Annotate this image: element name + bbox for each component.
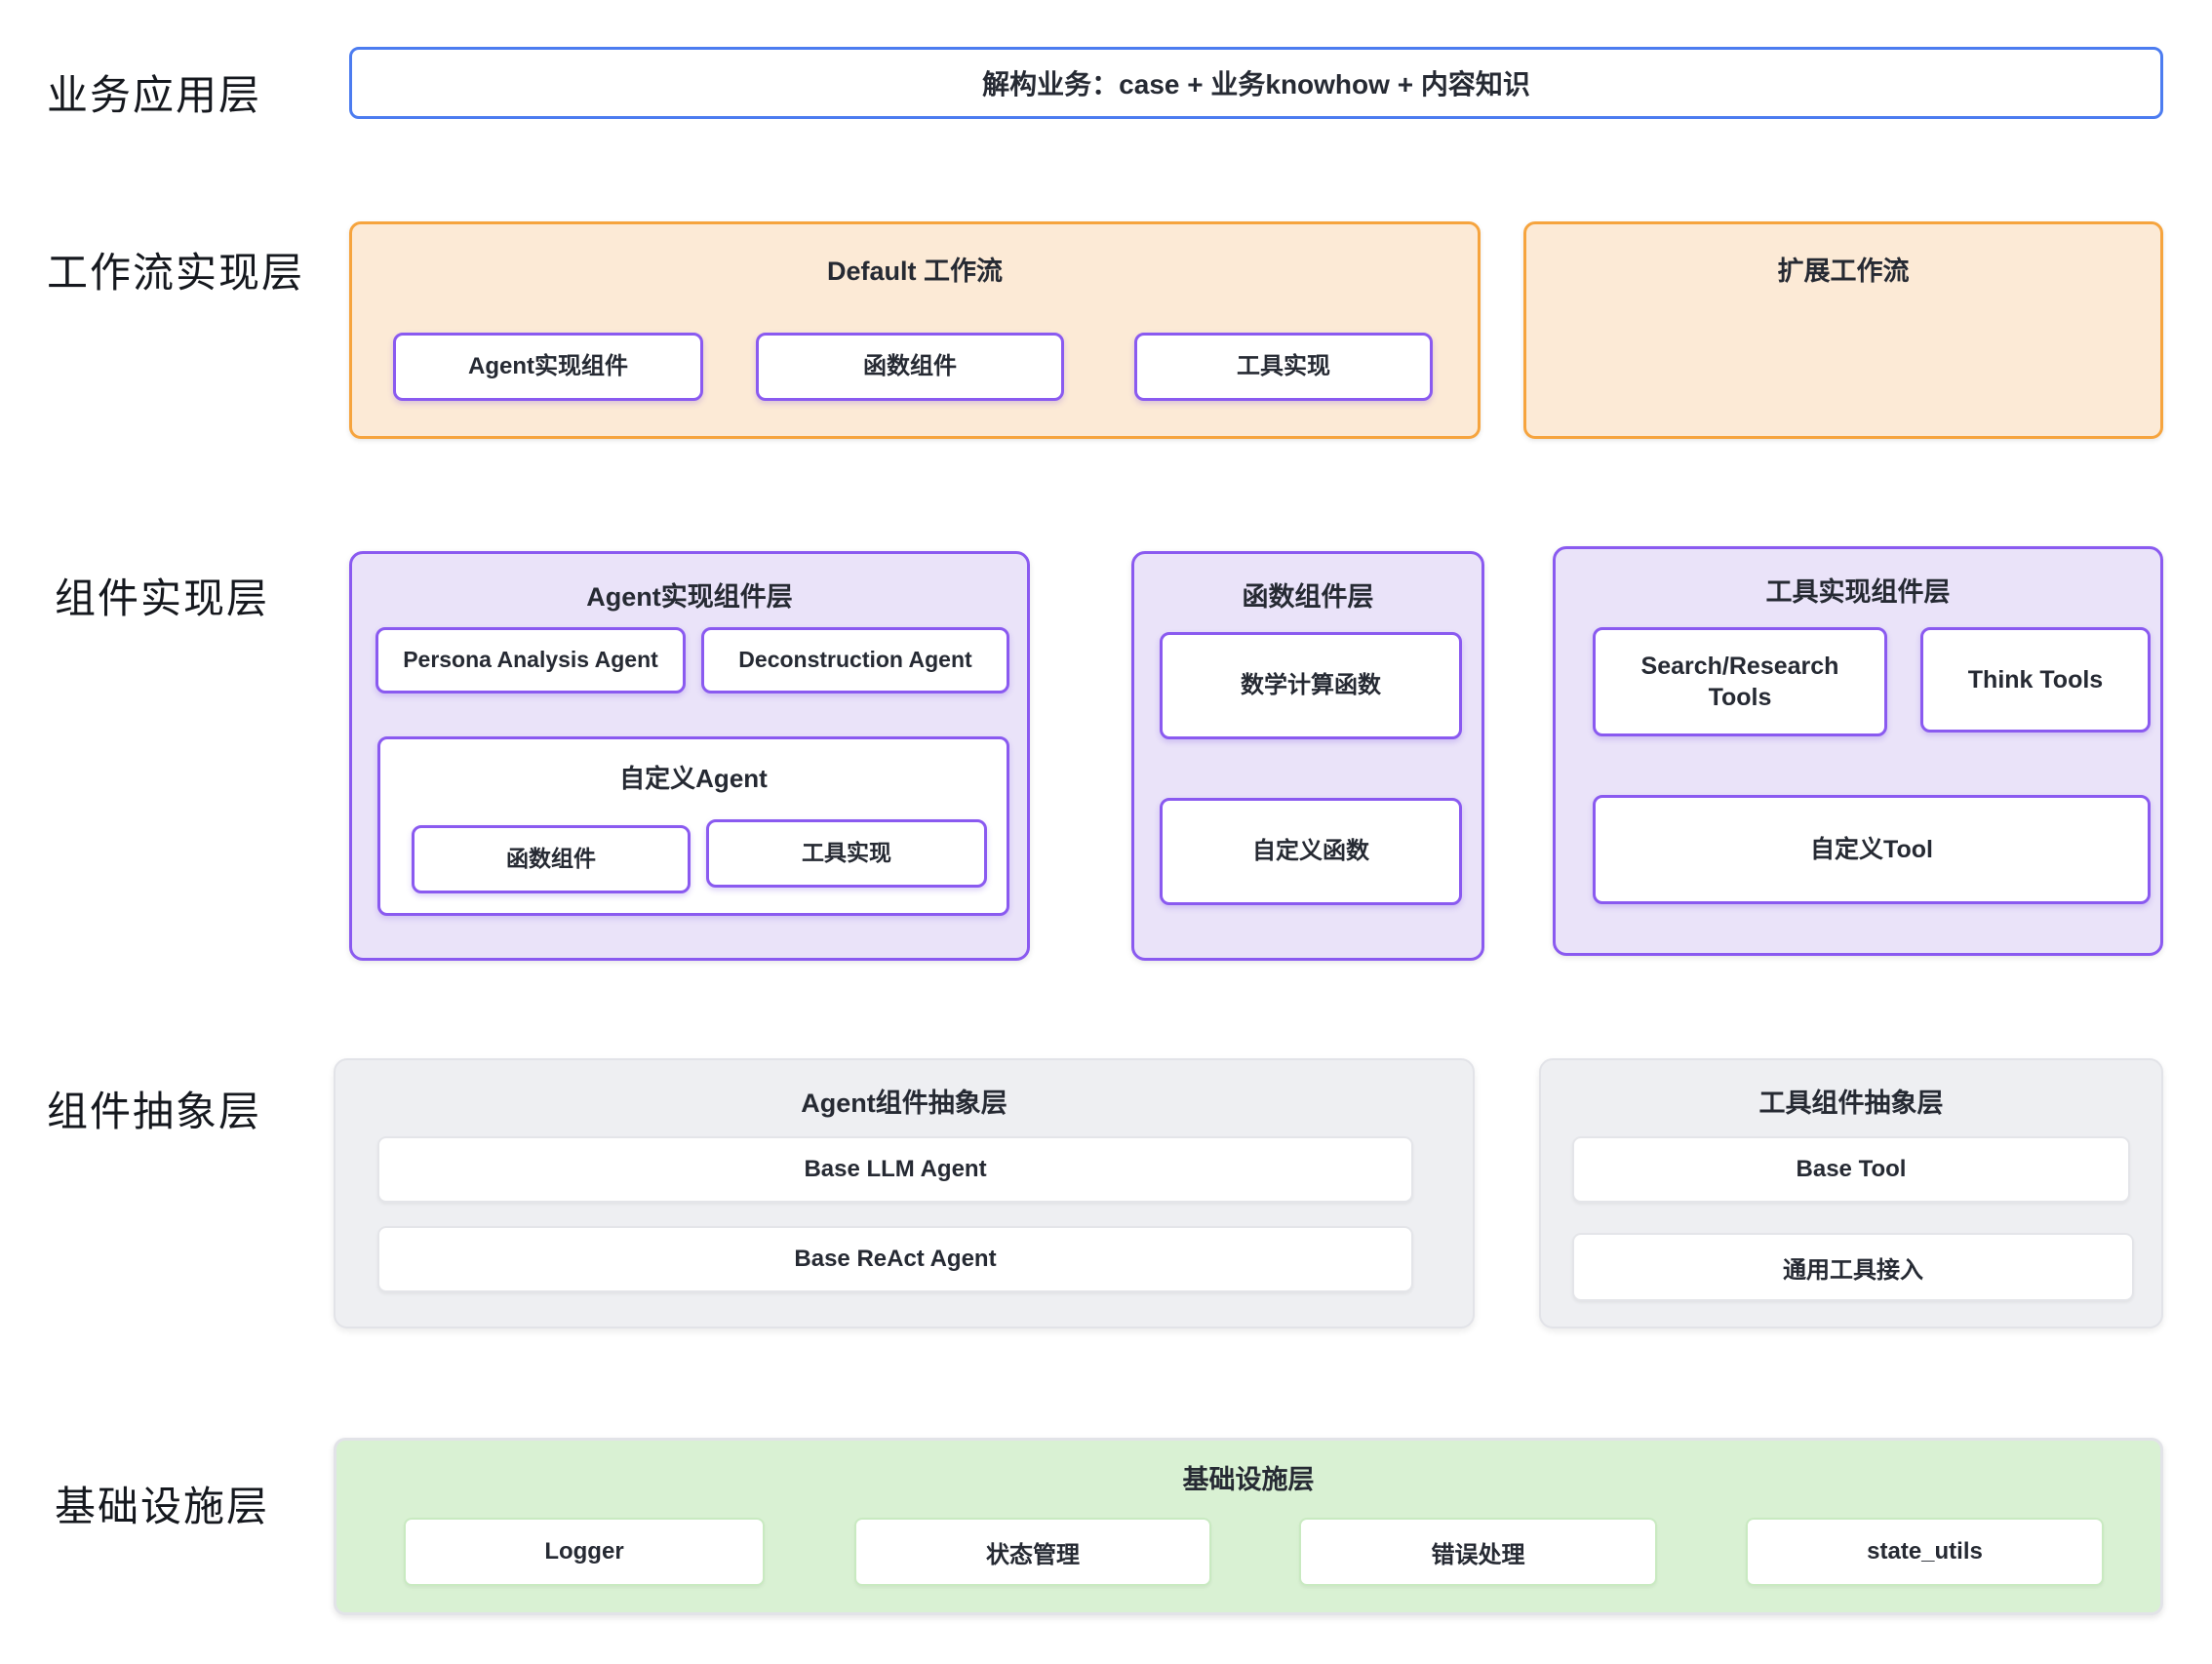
agent-impl-group: Agent实现组件层 Persona Analysis Agent Decons… [349,551,1030,961]
default-workflow-title: Default 工作流 [826,257,1003,286]
persona-analysis-agent-box: Persona Analysis Agent [375,627,686,693]
custom-agent-function-box: 函数组件 [412,825,691,893]
agent-abstraction-title: Agent组件抽象层 [801,1089,1007,1118]
tool-impl-group: 工具实现组件层 Search/Research Tools Think Tool… [1553,546,2163,956]
agent-abstraction-box: Agent组件抽象层 Base LLM Agent Base ReAct Age… [334,1058,1475,1328]
math-function-box: 数学计算函数 [1160,632,1462,739]
agent-impl-group-title: Agent实现组件层 [586,582,793,612]
state-utils-box: state_utils [1746,1518,2104,1586]
error-handling-box: 错误处理 [1299,1518,1657,1586]
workflow-component-function: 函数组件 [756,333,1064,401]
state-management-box: 状态管理 [854,1518,1211,1586]
generic-tool-access-box: 通用工具接入 [1572,1233,2134,1301]
function-group: 函数组件层 数学计算函数 自定义函数 [1131,551,1484,961]
infrastructure-box: 基础设施层 Logger 状态管理 错误处理 state_utils [334,1438,2163,1615]
tool-abstraction-box: 工具组件抽象层 Base Tool 通用工具接入 [1539,1058,2163,1328]
workflow-component-agent: Agent实现组件 [393,333,703,401]
deconstruction-agent-box: Deconstruction Agent [701,627,1009,693]
layer-label-component-impl: 组件实现层 [55,575,270,621]
layer-label-abstraction: 组件抽象层 [47,1089,262,1134]
layer-label-business: 业务应用层 [47,72,262,118]
base-tool-box: Base Tool [1572,1136,2130,1203]
base-llm-agent-box: Base LLM Agent [377,1136,1413,1203]
tool-impl-group-title: 工具实现组件层 [1765,577,1951,607]
custom-agent-tool-box: 工具实现 [706,819,987,888]
tool-abstraction-title: 工具组件抽象层 [1758,1089,1944,1118]
base-react-agent-box: Base ReAct Agent [377,1226,1413,1292]
think-tools-box: Think Tools [1920,627,2151,733]
infrastructure-title: 基础设施层 [1182,1465,1315,1494]
custom-tool-box: 自定义Tool [1593,795,2151,904]
extended-workflow-box: 扩展工作流 [1523,221,2163,439]
workflow-component-tool: 工具实现 [1134,333,1433,401]
layer-label-workflow: 工作流实现层 [47,250,305,296]
business-box: 解构业务：case + 业务knowhow + 内容知识 [349,47,2163,119]
default-workflow-box: Default 工作流 Agent实现组件 函数组件 工具实现 [349,221,1481,439]
layer-label-infrastructure: 基础设施层 [55,1484,270,1529]
custom-function-box: 自定义函数 [1160,798,1462,905]
extended-workflow-title: 扩展工作流 [1777,257,1910,286]
search-research-tools-box: Search/Research Tools [1593,627,1887,736]
custom-agent-title: 自定义Agent [619,764,768,793]
function-group-title: 函数组件层 [1242,582,1374,612]
logger-box: Logger [404,1518,765,1586]
custom-agent-box: 自定义Agent 函数组件 工具实现 [377,736,1009,916]
